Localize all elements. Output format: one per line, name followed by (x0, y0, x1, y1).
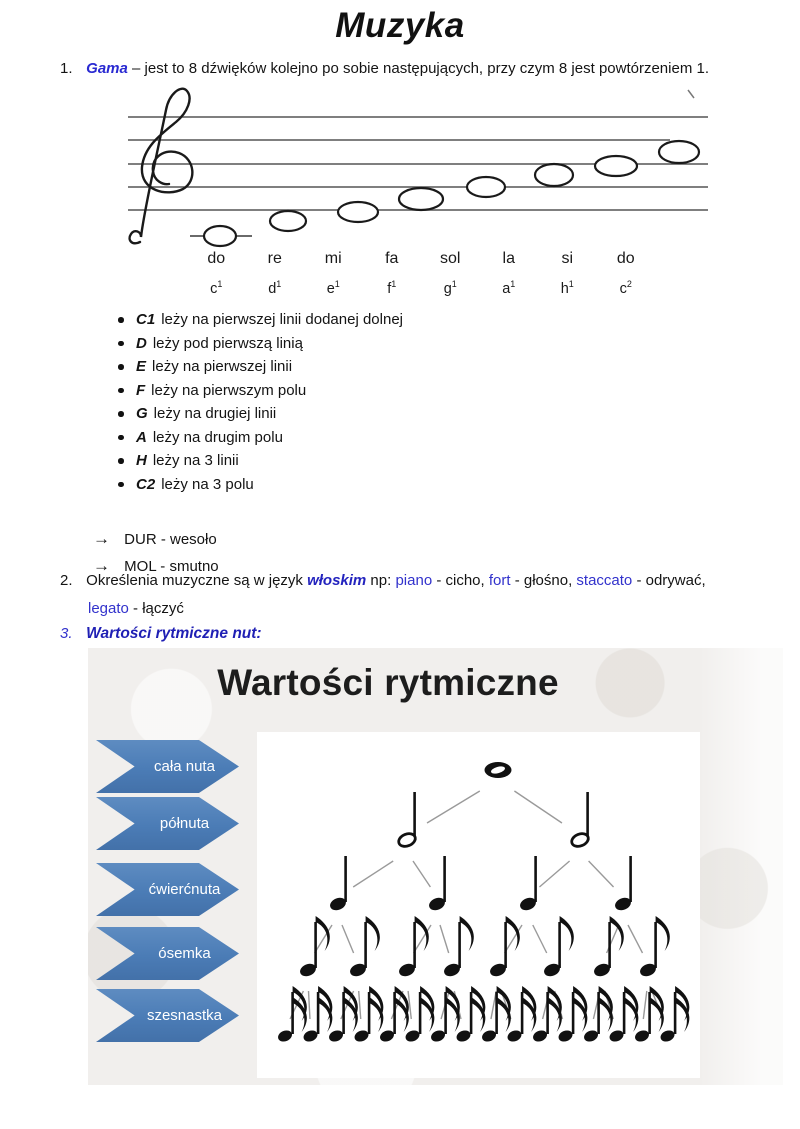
text: - cicho, (432, 572, 489, 589)
chevron-whole-note: cała nuta (96, 740, 239, 793)
note-name: a1 (502, 279, 516, 297)
solfege-col: re d1 (246, 249, 305, 298)
syllable: do (616, 250, 635, 267)
mode-dur: → DUR - wesoło (93, 526, 219, 553)
text: - łączyć (128, 600, 184, 617)
note-f1 (397, 186, 445, 212)
item-3-number: 3. (60, 625, 73, 642)
solfege-col: la a1 (480, 249, 539, 298)
syllable: re (267, 250, 282, 267)
item-1-number: 1. (60, 60, 73, 77)
mode-list: → DUR - wesoło → MOL - smutno (93, 526, 219, 580)
item-2-line-2: legato - łączyć (88, 598, 770, 619)
item-1-text: – jest to 8 dźwięków kolejno po sobie na… (132, 60, 709, 77)
syllable: sol (440, 250, 461, 267)
note-c1 (202, 224, 238, 248)
stray-pen-mark (687, 89, 695, 99)
syllable: do (207, 250, 226, 267)
note-name: d1 (268, 279, 282, 297)
item-1: 1. Gama – jest to 8 dźwięków kolejno po … (60, 58, 780, 79)
item-2-number: 2. (60, 572, 73, 589)
note-c2 (657, 139, 701, 165)
solfege-labels: do c1 re d1 mi e1 fa f1 sol g1 la a1 si … (187, 249, 655, 298)
chevron-label: półnuta (159, 815, 210, 832)
page-title: Muzyka (335, 6, 465, 45)
text: Określenia muzyczne są w język (86, 572, 308, 589)
item-2: 2. Określenia muzyczne są w język włoski… (60, 570, 770, 619)
item-3: 3. Wartości rytmiczne nut: (60, 623, 262, 644)
chevron-eighth-note: ósemka (96, 927, 239, 980)
note-d1 (268, 209, 308, 233)
note-a1 (533, 162, 575, 188)
note-g1 (465, 175, 507, 199)
treble-clef (128, 87, 194, 245)
note-name: g1 (443, 279, 457, 297)
note-name: c1 (210, 279, 223, 297)
text: - odrywać, (632, 572, 706, 589)
solfege-col: si h1 (538, 249, 597, 298)
chevron-label: cała nuta (154, 758, 215, 775)
solfege-col: fa f1 (363, 249, 422, 298)
rhythm-figure: Wartości rytmiczne cała nuta półnuta ćwi… (88, 648, 783, 1085)
solfege-col: mi e1 (304, 249, 363, 298)
scale-notes (202, 139, 701, 248)
mode-label: MOL - smutno (124, 558, 219, 575)
solfege-col: do c1 (187, 249, 246, 298)
arrow-icon: → (93, 529, 110, 548)
note-name: e1 (326, 279, 340, 297)
note-name: h1 (560, 279, 574, 297)
chevron-label: ósemka (158, 945, 211, 962)
solfege-col: do c2 (597, 249, 656, 298)
note-e1 (336, 200, 380, 224)
note-name: f1 (387, 279, 397, 297)
item-3-heading: Wartości rytmiczne nut: (86, 625, 262, 642)
mode-label: DUR - wesoło (124, 531, 217, 548)
staff-figure (128, 87, 708, 248)
item-2-line-1: 2. Określenia muzyczne są w język włoski… (60, 570, 770, 591)
term-staccato: staccato (576, 572, 633, 589)
term-piano: piano (395, 572, 433, 589)
chevron-half-note: półnuta (96, 797, 239, 850)
syllable: si (561, 250, 574, 267)
term-legato: legato (88, 600, 129, 617)
arrow-icon: → (93, 556, 110, 575)
term-wloskim: włoskim (307, 572, 367, 589)
term-gama: Gama (86, 60, 128, 77)
syllable: mi (324, 250, 342, 267)
figure-title: Wartości rytmiczne (217, 662, 559, 703)
term-fort: fort (488, 572, 511, 589)
note-value-pyramid (278, 762, 690, 1042)
chevron-label: szesnastka (146, 1007, 223, 1024)
text: np: (366, 572, 396, 589)
chevron-label: ćwierćnuta (148, 881, 221, 898)
text: - głośno, (510, 572, 577, 589)
chevron-quarter-note: ćwierćnuta (96, 863, 239, 916)
mode-mol: → MOL - smutno (93, 553, 219, 580)
note-name: c2 (619, 279, 632, 297)
note-h1 (593, 154, 639, 178)
chevron-sixteenth-note: szesnastka (96, 989, 239, 1042)
syllable: fa (385, 250, 399, 267)
syllable: la (502, 250, 515, 267)
solfege-col: sol g1 (421, 249, 480, 298)
